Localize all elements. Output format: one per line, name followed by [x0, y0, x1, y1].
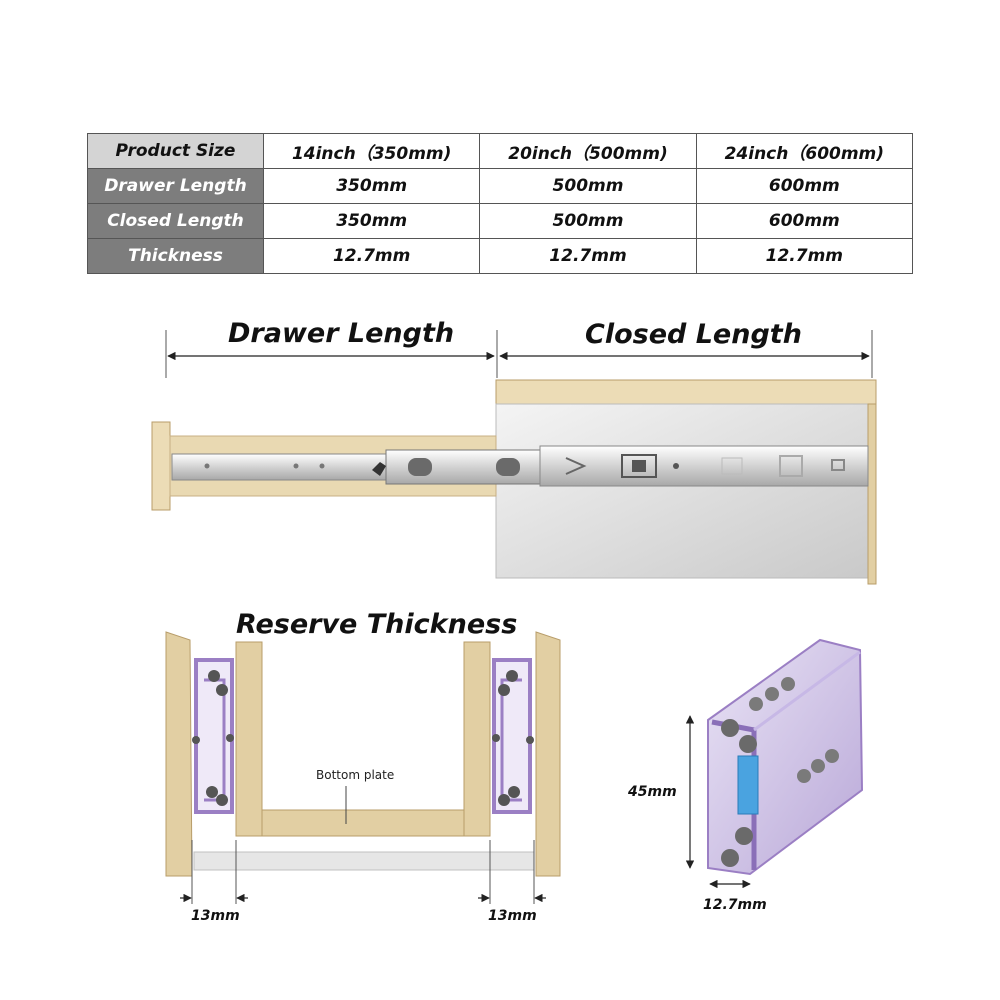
slide-profile-right	[492, 658, 534, 814]
slide-rail	[171, 445, 869, 487]
length-dimension-lines	[165, 330, 873, 378]
row-label: Closed Length	[87, 203, 264, 239]
header-cell: 14inch（350mm)	[262, 133, 481, 169]
table-cell: 12.7mm	[262, 238, 481, 274]
table-cell: 500mm	[479, 203, 697, 239]
table-cell: 600mm	[695, 168, 914, 204]
table-row: Thickness 12.7mm 12.7mm 12.7mm	[87, 238, 914, 274]
table-header-row: Product Size 14inch（350mm) 20inch（500mm)…	[87, 133, 914, 169]
drawer-length-label: Drawer Length	[228, 318, 455, 349]
table-cell: 12.7mm	[479, 238, 697, 274]
slide-3d-profile	[707, 638, 864, 876]
gap-markers	[180, 840, 546, 904]
drawer-box	[193, 641, 535, 871]
slide-profile-left	[192, 658, 234, 814]
table-cell: 500mm	[479, 168, 697, 204]
row-label: Drawer Length	[87, 168, 264, 204]
bottom-plate-label: Bottom plate	[316, 768, 395, 782]
reserve-thickness-label: Reserve Thickness	[236, 609, 518, 640]
table-row: Closed Length 350mm 500mm 600mm	[87, 203, 914, 239]
cabinet-wall-right	[535, 631, 561, 877]
header-cell: Product Size	[87, 133, 264, 169]
cabinet-wall-left	[165, 631, 193, 877]
left-gap-label: 13mm	[191, 908, 240, 924]
profile-dimensions	[685, 715, 751, 889]
height-label: 45mm	[628, 784, 677, 800]
row-label: Thickness	[87, 238, 264, 274]
table-cell: 12.7mm	[695, 238, 914, 274]
thickness-label: 12.7mm	[703, 897, 767, 913]
table-row: Drawer Length 350mm 500mm 600mm	[87, 168, 914, 204]
table-cell: 350mm	[262, 203, 481, 239]
closed-length-label: Closed Length	[585, 319, 802, 350]
spec-table: Product Size 14inch（350mm) 20inch（500mm)…	[87, 133, 914, 274]
right-gap-label: 13mm	[488, 908, 537, 924]
header-cell: 20inch（500mm)	[479, 133, 697, 169]
table-cell: 350mm	[262, 168, 481, 204]
table-cell: 600mm	[695, 203, 914, 239]
cabinet	[495, 379, 877, 585]
